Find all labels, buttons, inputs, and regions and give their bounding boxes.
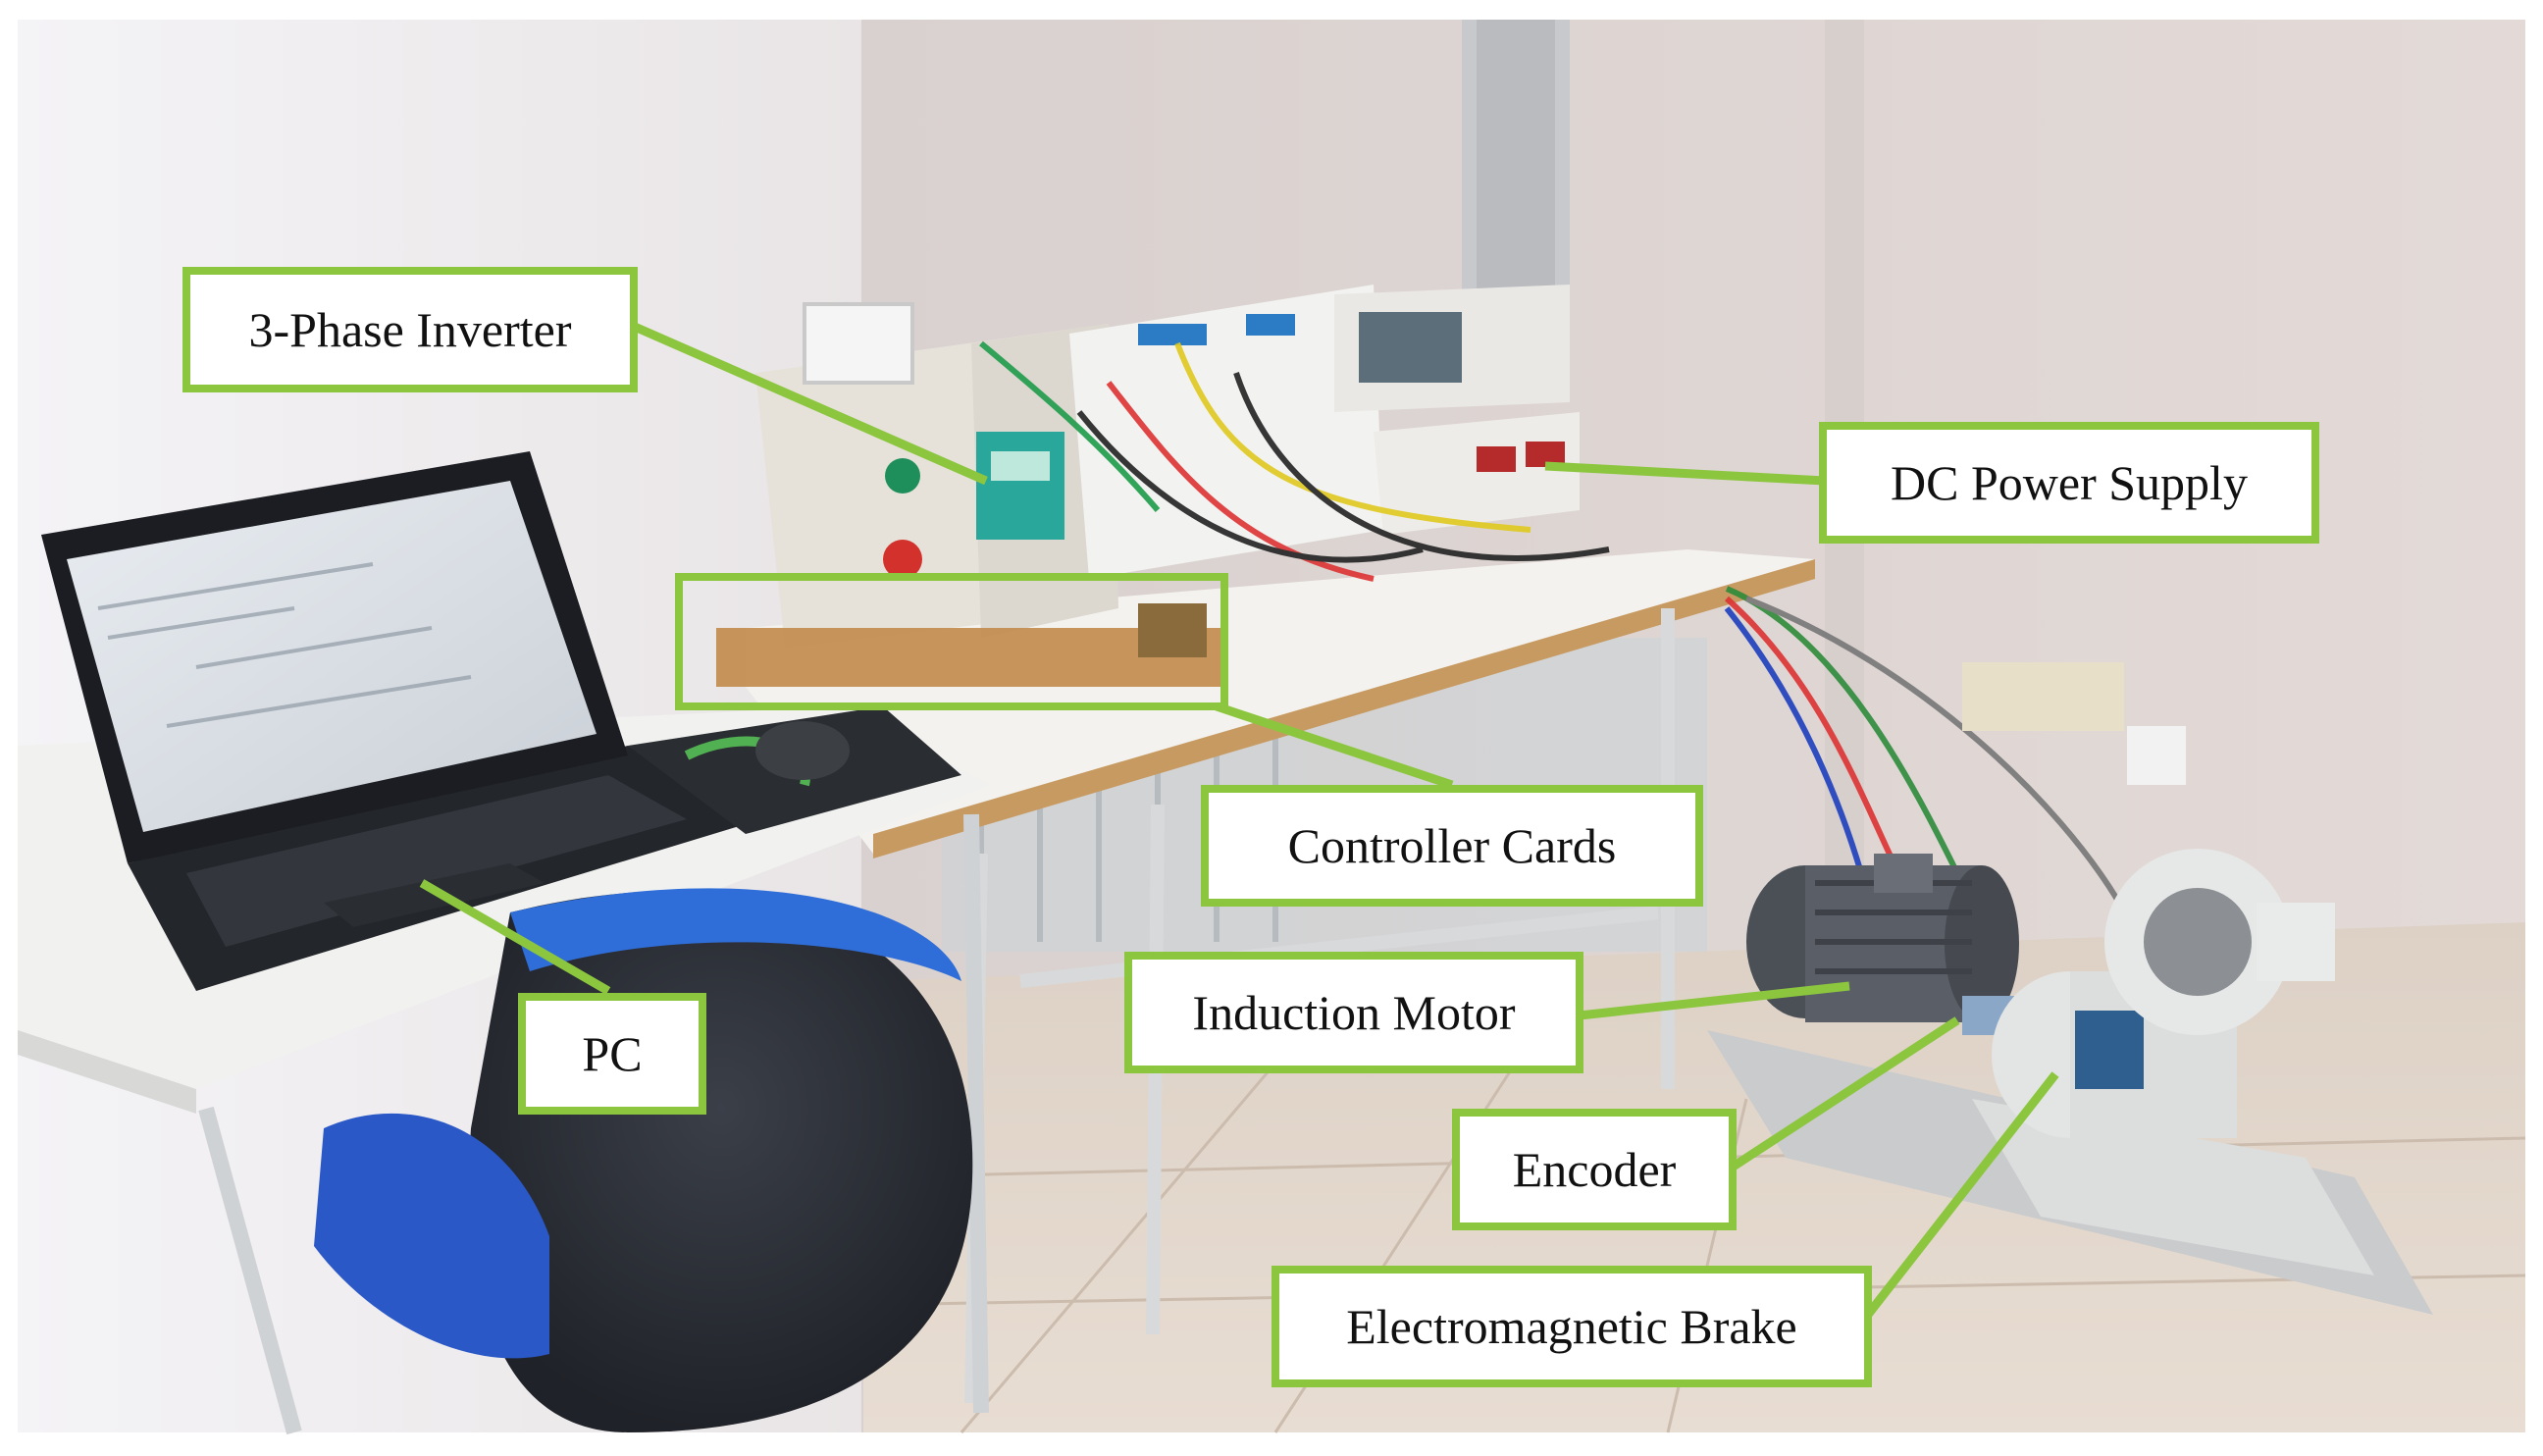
label-pc-text: PC: [582, 1026, 643, 1081]
label-3-phase-inverter-text: 3-Phase Inverter: [248, 302, 572, 357]
leader-brake: [1860, 1071, 2059, 1323]
leader-dc-supply: [1544, 461, 1826, 486]
label-encoder-text: Encoder: [1512, 1142, 1677, 1197]
label-dc-power-supply-text: DC Power Supply: [1891, 455, 2248, 510]
label-induction-motor-text: Induction Motor: [1192, 985, 1516, 1040]
label-dc-power-supply: DC Power Supply: [1819, 422, 2319, 544]
leader-controller: [1215, 702, 1454, 790]
label-3-phase-inverter: 3-Phase Inverter: [182, 267, 638, 392]
label-controller-cards: Controller Cards: [1201, 785, 1703, 907]
controller-highlight-box: [675, 573, 1228, 710]
leader-encoder: [1729, 1016, 1960, 1171]
label-controller-cards-text: Controller Cards: [1287, 818, 1617, 873]
leader-inverter: [626, 319, 988, 486]
label-encoder: Encoder: [1452, 1109, 1737, 1230]
label-pc: PC: [518, 993, 706, 1115]
label-electromagnetic-brake: Electromagnetic Brake: [1272, 1266, 1872, 1387]
label-induction-motor: Induction Motor: [1124, 952, 1583, 1073]
leader-pc: [419, 879, 611, 995]
label-electromagnetic-brake-text: Electromagnetic Brake: [1346, 1299, 1797, 1354]
leader-motor: [1579, 981, 1850, 1020]
